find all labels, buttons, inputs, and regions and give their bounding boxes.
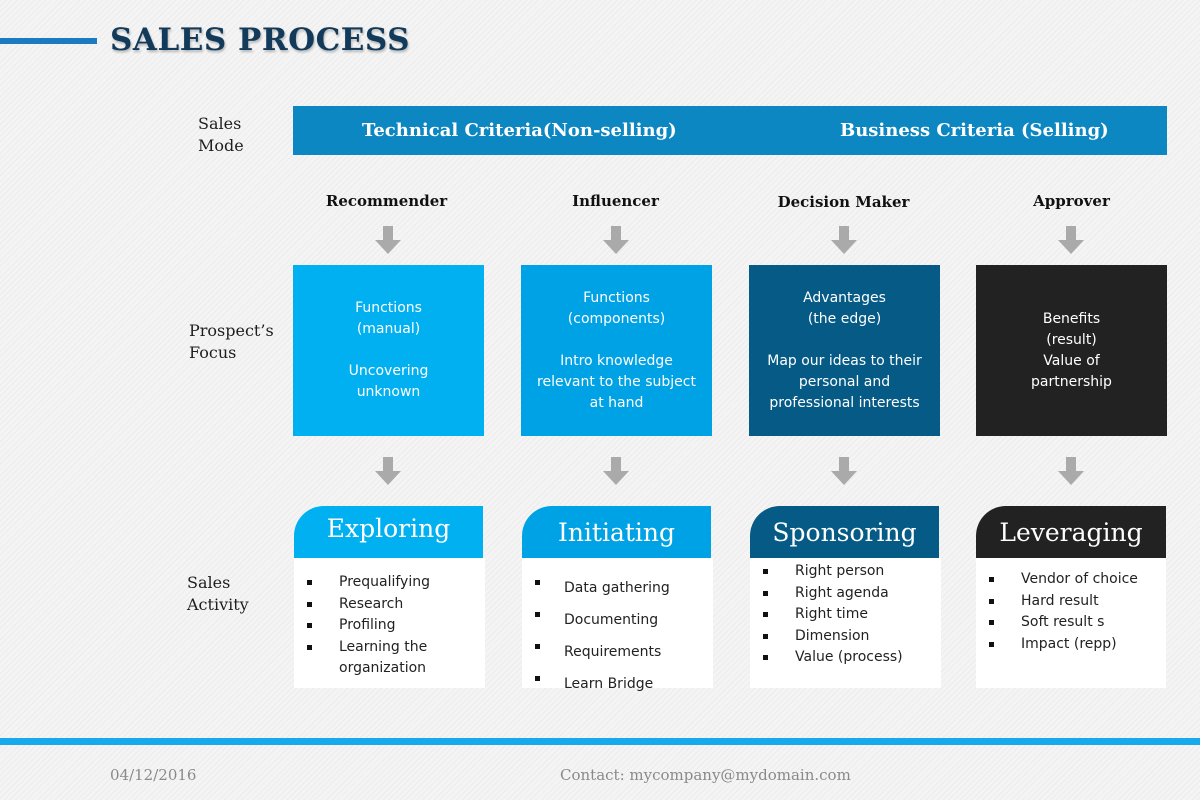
activity-header-exploring: Exploring — [294, 506, 483, 558]
list-item: Soft result s — [976, 612, 1166, 634]
list-item: Prequalifying — [294, 572, 485, 594]
down-arrow-icon — [1058, 457, 1084, 487]
down-arrow-icon — [1058, 226, 1084, 256]
list-item: Documenting — [522, 604, 713, 636]
mode-technical-criteria: Technical Criteria(Non-selling) — [362, 120, 677, 141]
down-arrow-icon — [603, 226, 629, 256]
list-item: Data gathering — [522, 572, 713, 604]
sales-activity-label: Sales Activity — [187, 573, 249, 614]
focus-box-recommender: Functions (manual) Uncovering unknown — [293, 265, 484, 436]
down-arrow-icon — [831, 226, 857, 256]
list-item: Hard result — [976, 591, 1166, 613]
activity-header-initiating: Initiating — [522, 506, 711, 558]
down-arrow-icon — [831, 457, 857, 487]
list-item: Right agenda — [750, 583, 941, 605]
list-item: Value (process) — [750, 647, 941, 669]
activity-header-leveraging: Leveraging — [976, 506, 1166, 558]
down-arrow-icon — [375, 457, 401, 487]
focus-box-influencer: Functions (components) Intro knowledge r… — [521, 265, 712, 436]
page-title: SALES PROCESS — [110, 22, 411, 58]
list-item: Research — [294, 594, 485, 616]
sales-mode-bar: Technical Criteria(Non-selling) Business… — [293, 106, 1167, 155]
role-recommender: Recommender — [325, 192, 448, 210]
focus-box-decision-maker: Advantages (the edge) Map our ideas to t… — [749, 265, 940, 436]
activity-list-exploring: Prequalifying Research Profiling Learnin… — [294, 558, 485, 688]
list-item: Requirements — [522, 636, 713, 668]
footer-date: 04/12/2016 — [110, 766, 197, 784]
title-accent-line — [0, 38, 97, 44]
activity-header-sponsoring: Sponsoring — [750, 506, 939, 558]
activity-list-initiating: Data gathering Documenting Requirements … — [522, 558, 713, 692]
role-approver: Approver — [1033, 192, 1110, 210]
role-decision-maker: Decision Maker — [777, 193, 910, 211]
list-item: Learn Bridge — [522, 668, 713, 700]
list-item: Right person — [750, 561, 941, 583]
list-item: Right time — [750, 604, 941, 626]
list-item: Dimension — [750, 626, 941, 648]
activity-list-sponsoring: Right person Right agenda Right time Dim… — [750, 558, 941, 688]
footer-divider — [0, 738, 1200, 745]
list-item: Learning the organization — [294, 637, 485, 680]
list-item: Profiling — [294, 615, 485, 637]
down-arrow-icon — [603, 457, 629, 487]
footer-contact: Contact: mycompany@mydomain.com — [560, 766, 851, 784]
activity-list-leveraging: Vendor of choice Hard result Soft result… — [976, 558, 1166, 688]
list-item: Vendor of choice — [976, 569, 1166, 591]
sales-mode-label: Sales Mode — [198, 114, 244, 155]
down-arrow-icon — [375, 226, 401, 256]
mode-business-criteria: Business Criteria (Selling) — [840, 120, 1109, 141]
role-influencer: Influencer — [572, 192, 659, 210]
list-item: Impact (repp) — [976, 634, 1166, 656]
focus-box-approver: Benefits (result) Value of partnership — [976, 265, 1167, 436]
prospect-focus-label: Prospect’s Focus — [189, 321, 274, 362]
